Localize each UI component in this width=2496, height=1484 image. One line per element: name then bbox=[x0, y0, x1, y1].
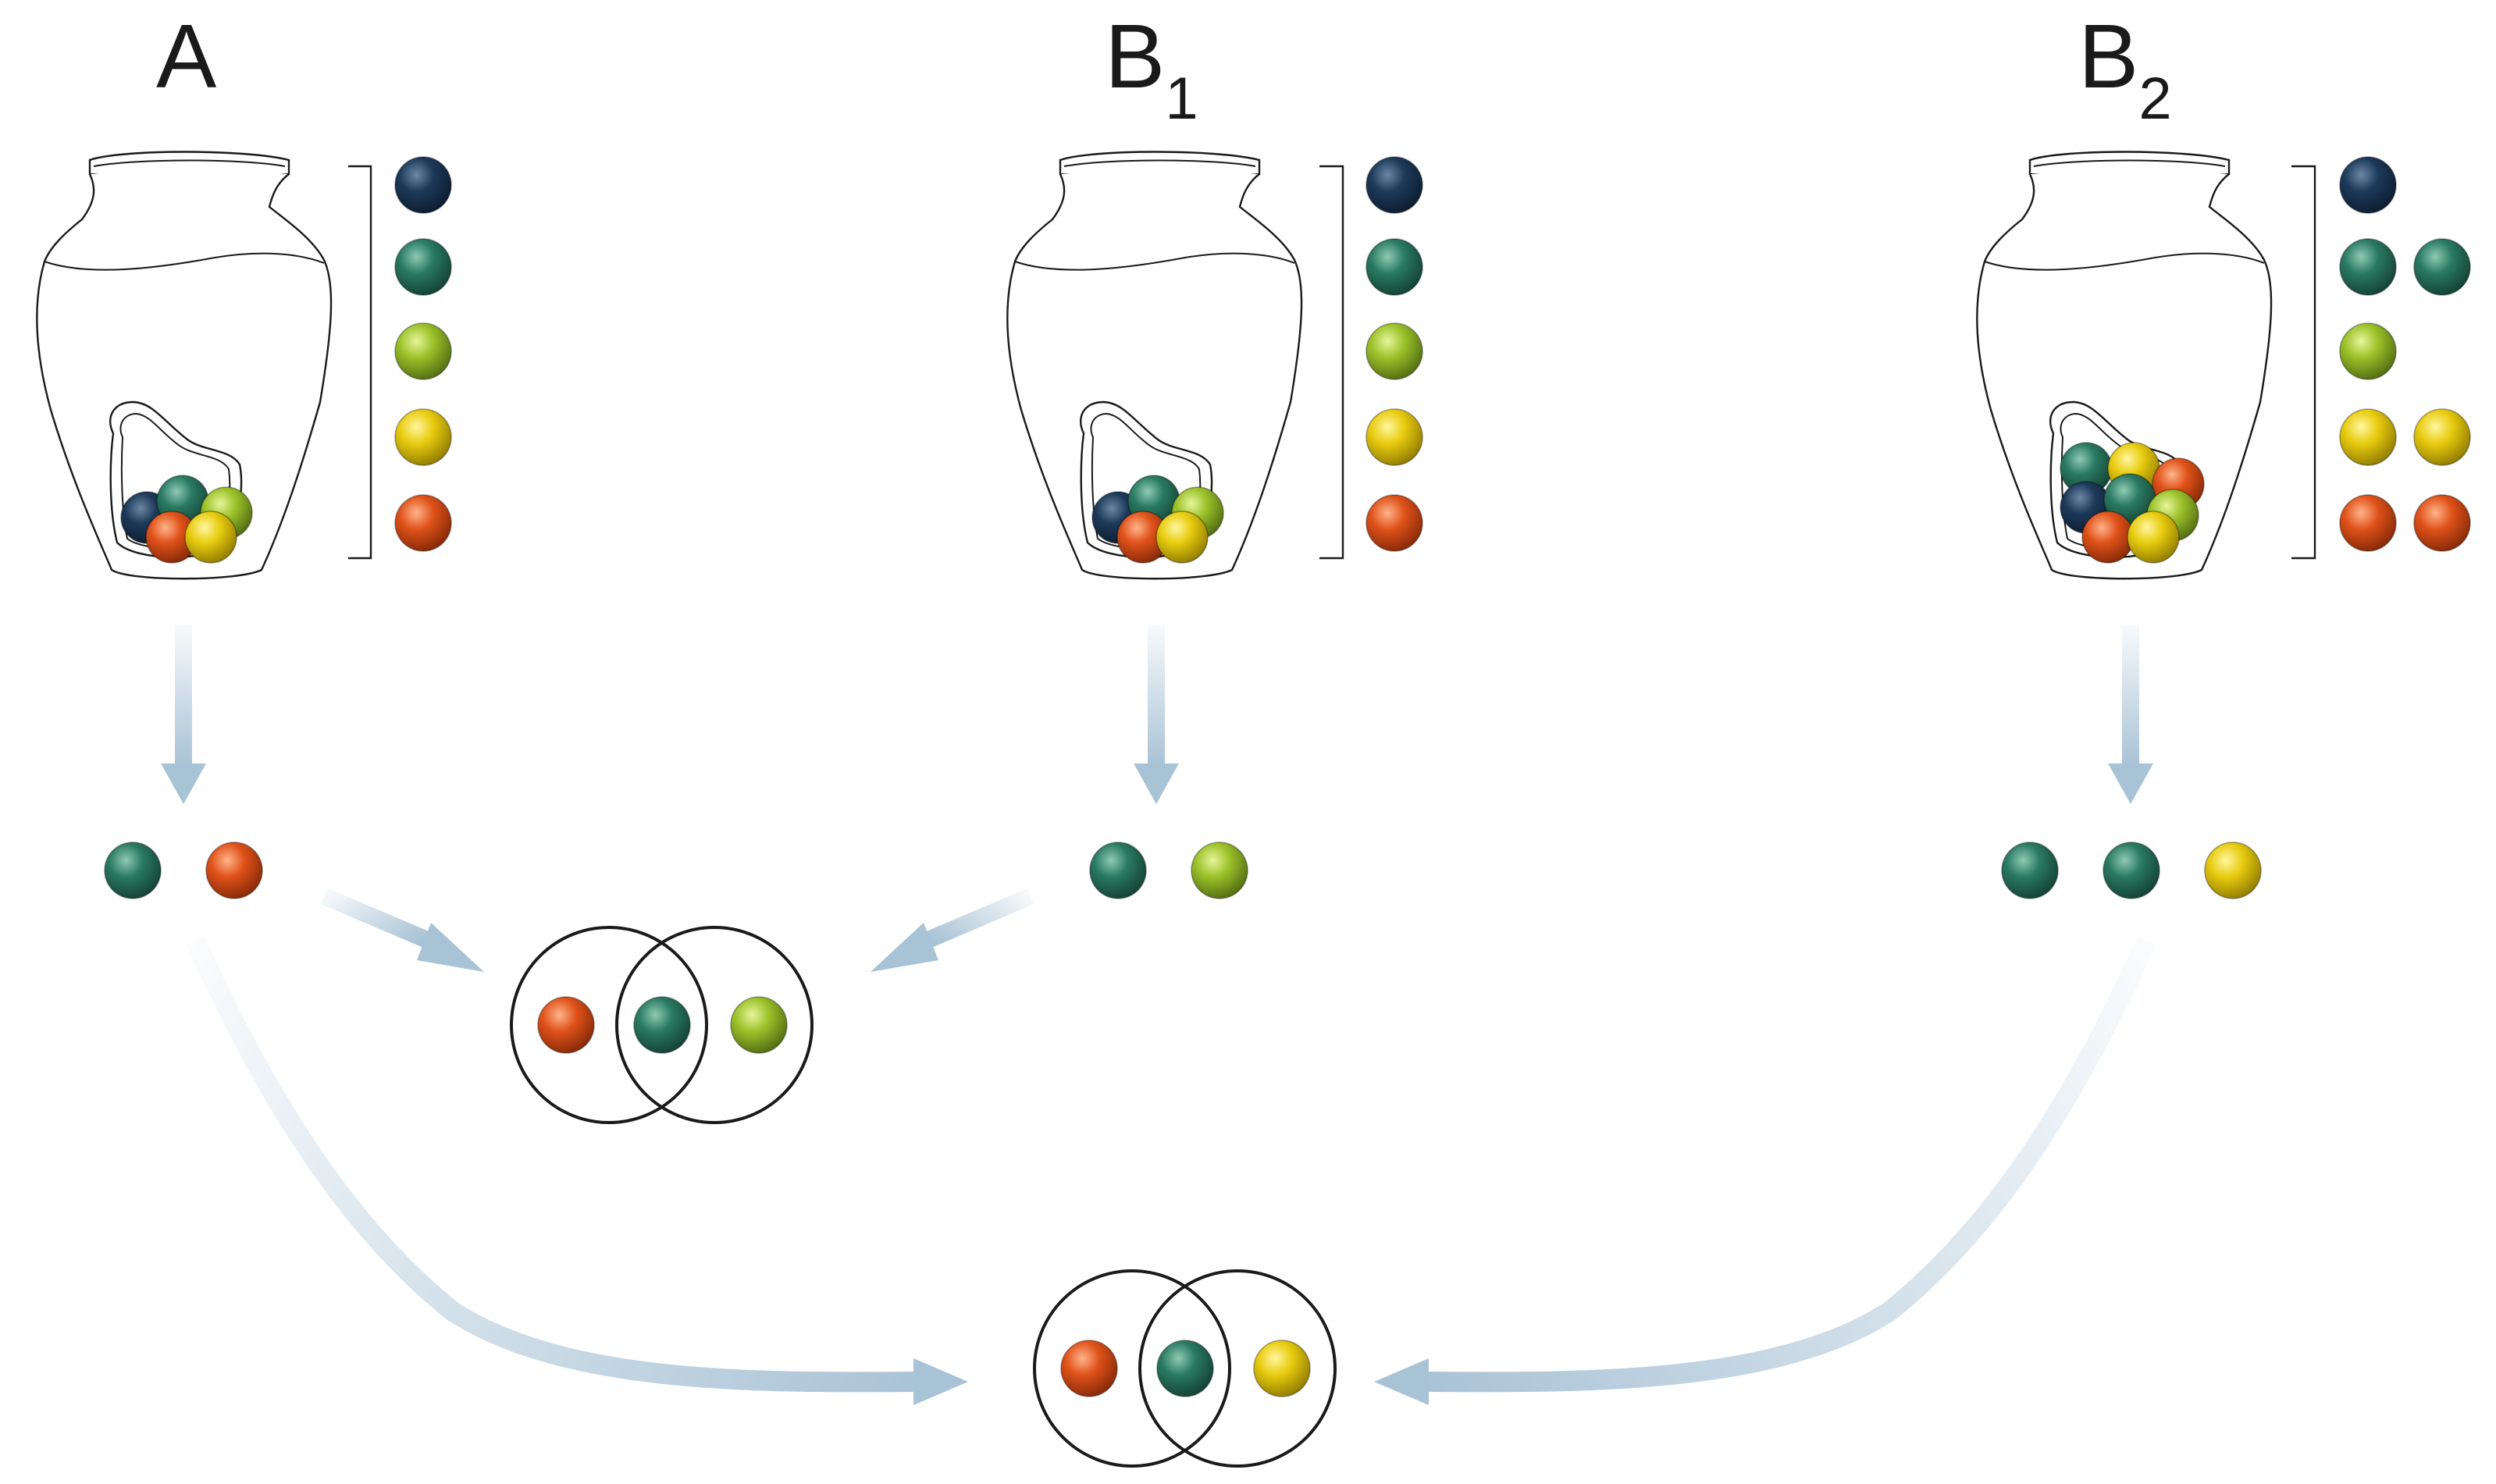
urn-b2-title-subscript: 2 bbox=[2138, 66, 2171, 132]
urn-a-to-comparison-2-arrow bbox=[186, 936, 968, 1405]
legend-ball-teal bbox=[2339, 238, 2397, 296]
sample-ball-teal bbox=[2103, 842, 2160, 899]
comparison-a-vs-b1-balls bbox=[537, 996, 788, 1054]
urn-a-legend-bracket bbox=[348, 165, 372, 560]
comparison-ball-teal bbox=[1156, 1340, 1214, 1397]
sample-ball-teal bbox=[2001, 842, 2059, 899]
legend-ball-yellow bbox=[394, 408, 452, 466]
urn-ball-orange bbox=[2081, 511, 2135, 564]
urn-ball-yellow bbox=[2127, 511, 2180, 564]
urn-ball-yellow bbox=[184, 511, 237, 564]
comparison-ball-orange bbox=[1060, 1340, 1118, 1397]
legend-ball-navy bbox=[2339, 156, 2397, 214]
comparison-ball-yellow bbox=[1253, 1340, 1311, 1397]
legend-ball-teal bbox=[394, 238, 452, 296]
urn-b2-title-letter: B bbox=[2078, 5, 2138, 107]
venn-right-circle bbox=[1138, 1269, 1337, 1468]
comparison-a-vs-b1 bbox=[510, 926, 814, 1124]
legend-ball-lime bbox=[1366, 322, 1423, 380]
urn-a-legend bbox=[394, 156, 452, 552]
legend-ball-orange bbox=[2413, 494, 2471, 552]
urn-b1-title-letter: B bbox=[1105, 5, 1165, 107]
legend-ball-yellow bbox=[2413, 408, 2471, 466]
urn-b1-title: B1 bbox=[1105, 5, 1198, 132]
venn-right-circle bbox=[615, 926, 814, 1124]
flow-arrows bbox=[161, 625, 2156, 1405]
legend-ball-teal bbox=[1366, 238, 1423, 296]
legend-ball-yellow bbox=[2339, 408, 2397, 466]
urn-b1-to-comparison-1-arrow bbox=[871, 888, 1034, 972]
venn-left-circle bbox=[510, 926, 708, 1124]
urn-b2-legend bbox=[2339, 156, 2471, 552]
sample-ball-lime bbox=[1191, 842, 1248, 899]
urn-b1-down-arrow bbox=[1134, 625, 1179, 804]
urn-b2-draw bbox=[2001, 842, 2262, 899]
comparison-ball-orange bbox=[537, 996, 595, 1054]
urn-a-group: A bbox=[36, 5, 452, 899]
sample-ball-yellow bbox=[2204, 842, 2262, 899]
urn-b1-title-subscript: 1 bbox=[1165, 66, 1198, 132]
sample-ball-orange bbox=[205, 842, 263, 899]
urn-b1-group: B1 bbox=[1006, 5, 1423, 899]
legend-ball-orange bbox=[1366, 494, 1423, 552]
urn-b2-to-comparison-2-arrow bbox=[1374, 936, 2156, 1405]
comparison-ball-teal bbox=[633, 996, 691, 1054]
venn-left-circle bbox=[1033, 1269, 1231, 1468]
urn-b2-down-arrow bbox=[2108, 625, 2153, 804]
legend-ball-teal bbox=[2413, 238, 2471, 296]
legend-ball-orange bbox=[2339, 494, 2397, 552]
urn-b1-legend-bracket bbox=[1319, 165, 1344, 560]
legend-ball-lime bbox=[2339, 322, 2397, 380]
urn-b1-contents bbox=[1091, 475, 1224, 564]
legend-ball-yellow bbox=[1366, 408, 1423, 466]
legend-ball-navy bbox=[394, 156, 452, 214]
legend-ball-navy bbox=[1366, 156, 1423, 214]
sample-ball-teal bbox=[1089, 842, 1147, 899]
urn-b2-title: B2 bbox=[2078, 5, 2172, 132]
comparison-ball-lime bbox=[730, 996, 788, 1054]
urn-a-title-letter: A bbox=[156, 5, 217, 107]
urn-b1-draw bbox=[1089, 842, 1248, 899]
urn-ball-yellow bbox=[1155, 511, 1209, 564]
comparison-a-vs-b2 bbox=[1033, 1269, 1337, 1468]
urn-a-draw bbox=[104, 842, 263, 899]
urn-b2-group: B2 bbox=[1976, 5, 2471, 899]
legend-ball-orange bbox=[394, 494, 452, 552]
urn-a-to-comparison-1-arrow bbox=[320, 888, 484, 972]
urn-a-contents bbox=[120, 475, 253, 564]
sample-ball-teal bbox=[104, 842, 162, 899]
legend-ball-lime bbox=[394, 322, 452, 380]
urn-a-down-arrow bbox=[161, 625, 206, 804]
urn-b2-legend-bracket bbox=[2291, 165, 2316, 560]
urn-b2-contents bbox=[2060, 442, 2205, 564]
urn-a-title: A bbox=[156, 5, 217, 107]
comparison-a-vs-b2-balls bbox=[1060, 1340, 1311, 1397]
urn-b1-legend bbox=[1366, 156, 1423, 552]
